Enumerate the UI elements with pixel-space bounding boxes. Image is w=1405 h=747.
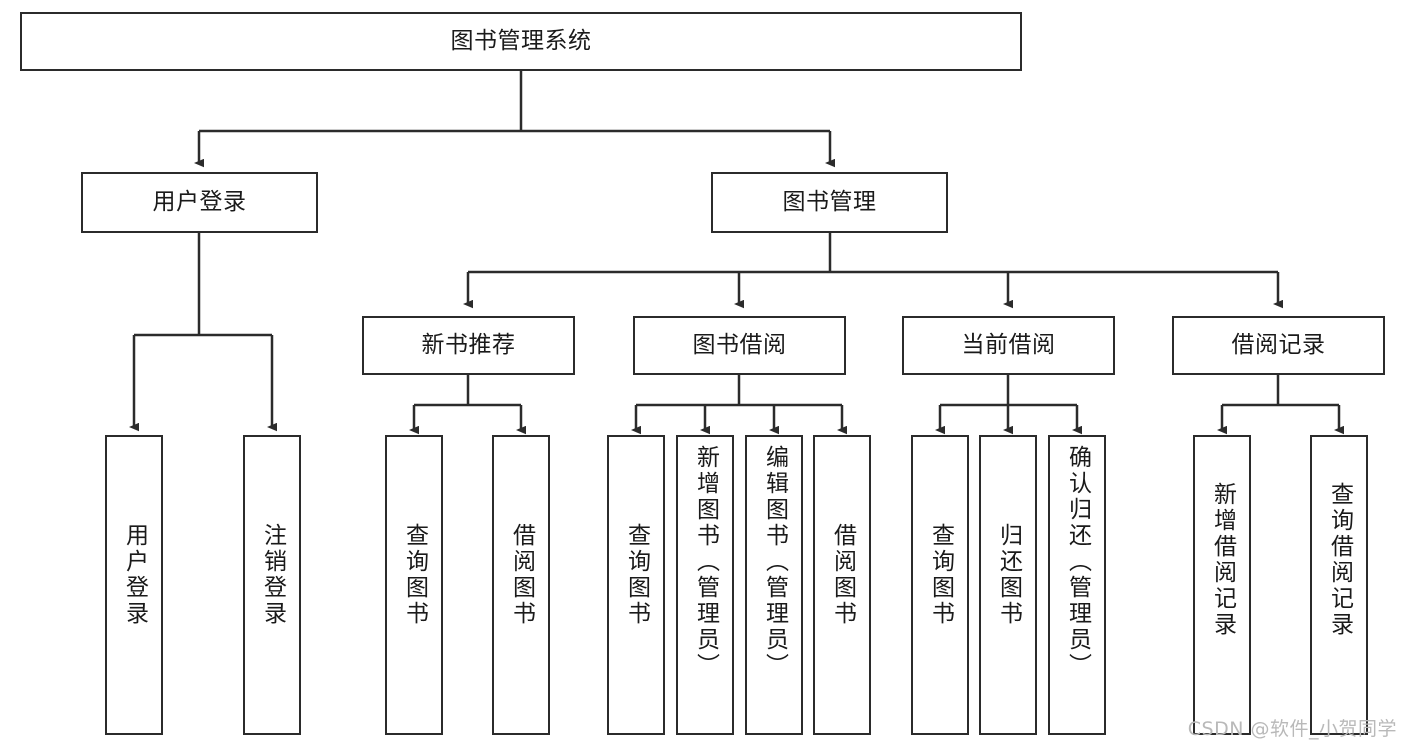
node-label: 图书借阅 [692, 331, 787, 358]
node-book-borrow[interactable]: 图书借阅 [633, 316, 846, 375]
node-leaf-add-book[interactable]: 新增图书（管理员） [676, 435, 734, 735]
node-label: 借阅图书 [508, 523, 535, 627]
node-label: 确认归还（管理员） [1064, 445, 1091, 679]
node-leaf-add-record[interactable]: 新增借阅记录 [1193, 435, 1251, 735]
node-label: 查询图书 [623, 523, 650, 627]
node-new-book-recommend[interactable]: 新书推荐 [362, 316, 575, 375]
node-leaf-logout-login[interactable]: 注销登录 [243, 435, 301, 735]
node-leaf-user-login[interactable]: 用户登录 [105, 435, 163, 735]
node-label: 注销登录 [259, 523, 286, 627]
node-label: 新书推荐 [421, 331, 516, 358]
node-leaf-borrow-book-2[interactable]: 借阅图书 [813, 435, 871, 735]
node-label: 图书管理系统 [450, 27, 592, 54]
node-label: 当前借阅 [961, 331, 1056, 358]
node-current-borrow[interactable]: 当前借阅 [902, 316, 1115, 375]
node-book-management[interactable]: 图书管理 [711, 172, 948, 233]
node-root-system[interactable]: 图书管理系统 [20, 12, 1022, 71]
node-leaf-query-book-3[interactable]: 查询图书 [911, 435, 969, 735]
node-leaf-query-record[interactable]: 查询借阅记录 [1310, 435, 1368, 735]
node-label: 新增借阅记录 [1209, 482, 1236, 638]
node-leaf-query-book-2[interactable]: 查询图书 [607, 435, 665, 735]
node-label: 借阅图书 [829, 523, 856, 627]
node-label: 图书管理 [782, 188, 877, 215]
node-leaf-return-book[interactable]: 归还图书 [979, 435, 1037, 735]
node-label: 归还图书 [995, 523, 1022, 627]
node-leaf-edit-book[interactable]: 编辑图书（管理员） [745, 435, 803, 735]
watermark-text: CSDN @软件_小贺同学 [1187, 718, 1397, 740]
node-leaf-borrow-book-1[interactable]: 借阅图书 [492, 435, 550, 735]
node-leaf-confirm-return[interactable]: 确认归还（管理员） [1048, 435, 1106, 735]
node-borrow-record[interactable]: 借阅记录 [1172, 316, 1385, 375]
node-user-login[interactable]: 用户登录 [81, 172, 318, 233]
node-label: 新增图书（管理员） [692, 445, 719, 679]
node-label: 查询借阅记录 [1326, 482, 1353, 638]
node-label: 借阅记录 [1231, 331, 1326, 358]
node-label: 用户登录 [152, 188, 247, 215]
node-label: 用户登录 [121, 523, 148, 627]
node-leaf-query-book-1[interactable]: 查询图书 [385, 435, 443, 735]
node-label: 编辑图书（管理员） [761, 445, 788, 679]
node-label: 查询图书 [401, 523, 428, 627]
node-label: 查询图书 [927, 523, 954, 627]
